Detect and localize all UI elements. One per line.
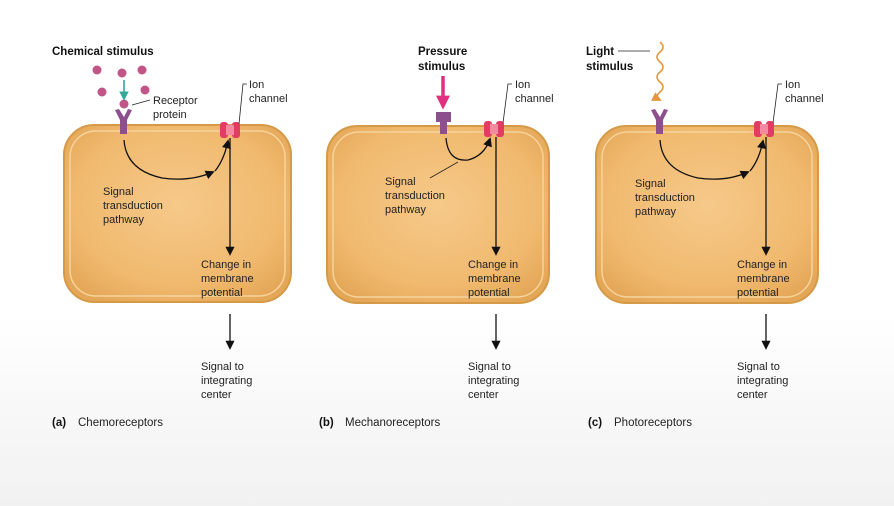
ion-channel-label: channel bbox=[249, 93, 288, 105]
pathway-label: pathway bbox=[103, 214, 144, 226]
change-label: potential bbox=[737, 287, 779, 299]
pathway-arrow bbox=[749, 139, 766, 172]
ion-channel-label: Ion bbox=[249, 79, 264, 91]
signal-out-label: Signal to bbox=[737, 361, 780, 373]
cell bbox=[595, 125, 819, 304]
caption-letter: (c) bbox=[588, 417, 602, 429]
pathway-label: pathway bbox=[385, 204, 426, 216]
caption-letter: (a) bbox=[52, 417, 66, 429]
pathway-label: transduction bbox=[635, 192, 695, 204]
change-label: membrane bbox=[737, 273, 790, 285]
pathway-label: Signal bbox=[635, 178, 666, 190]
pathway-label: transduction bbox=[385, 190, 445, 202]
photoreceptor-protein bbox=[651, 109, 668, 134]
change-label: Change in bbox=[468, 259, 518, 271]
signal-out-label: center bbox=[468, 389, 499, 401]
molecule bbox=[119, 99, 129, 109]
ion-channel-label: Ion bbox=[515, 79, 530, 91]
molecule bbox=[97, 87, 107, 97]
signal-out-label: integrating bbox=[468, 375, 519, 387]
light-wave bbox=[650, 41, 664, 101]
ion-channel-leader-line bbox=[772, 83, 782, 124]
pathway-arrow bbox=[123, 139, 215, 180]
pathway-arrow bbox=[659, 139, 750, 180]
ion-channel-leader-line bbox=[238, 83, 247, 125]
ion-channel-label: channel bbox=[785, 93, 824, 105]
stimulus-label: Light bbox=[586, 46, 614, 58]
receptor-leader-line bbox=[131, 99, 151, 106]
cell bbox=[63, 124, 292, 303]
ion-channel-label: Ion bbox=[785, 79, 800, 91]
change-label: Change in bbox=[737, 259, 787, 271]
panel-photoreceptors: Light stimulus Ion channel Signal transd… bbox=[586, 41, 824, 429]
signal-out-label: Signal to bbox=[201, 361, 244, 373]
pathway-label: pathway bbox=[635, 206, 676, 218]
ion-channel-label: channel bbox=[515, 93, 554, 105]
change-label: potential bbox=[201, 287, 243, 299]
molecule bbox=[117, 68, 127, 78]
pathway-label: transduction bbox=[103, 200, 163, 212]
stimulus-label: Chemical stimulus bbox=[52, 46, 154, 58]
caption: Mechanoreceptors bbox=[345, 417, 440, 429]
caption: Photoreceptors bbox=[614, 417, 692, 429]
cell-inner-membrane bbox=[332, 131, 544, 298]
ion-channel bbox=[220, 122, 240, 138]
signal-out-label: Signal to bbox=[468, 361, 511, 373]
ion-channel bbox=[484, 121, 504, 137]
caption-letter: (b) bbox=[319, 417, 334, 429]
pathway-arrow bbox=[445, 137, 492, 161]
chemical-molecules bbox=[92, 65, 150, 109]
molecule bbox=[137, 65, 147, 75]
caption: Chemoreceptors bbox=[78, 417, 163, 429]
mechanoreceptor-protein bbox=[436, 112, 451, 134]
stimulus-label: stimulus bbox=[418, 61, 465, 73]
pathway-arrow bbox=[214, 139, 231, 172]
change-label: potential bbox=[468, 287, 510, 299]
ion-channel bbox=[754, 121, 774, 137]
receptor-label: Receptor bbox=[153, 95, 198, 107]
signal-out-label: integrating bbox=[201, 375, 252, 387]
pathway-label: Signal bbox=[103, 186, 134, 198]
molecule bbox=[140, 85, 150, 95]
receptor-label: protein bbox=[153, 109, 187, 121]
ion-channel-leader-line bbox=[502, 83, 512, 124]
cell-inner-membrane bbox=[69, 130, 286, 297]
signal-out-label: integrating bbox=[737, 375, 788, 387]
cell bbox=[326, 125, 550, 304]
pathway-leader-line bbox=[429, 161, 459, 179]
molecule bbox=[92, 65, 102, 75]
change-label: membrane bbox=[468, 273, 521, 285]
signal-out-label: center bbox=[737, 389, 768, 401]
pathway-label: Signal bbox=[385, 176, 416, 188]
cell-inner-membrane bbox=[601, 131, 813, 298]
receptor-protein bbox=[115, 109, 132, 134]
panel-mechanoreceptors: Pressure stimulus Ion channel Signal tra… bbox=[319, 46, 554, 429]
stimulus-label: Pressure bbox=[418, 46, 467, 58]
panel-chemoreceptors: Chemical stimulus Receptor protein Ion c… bbox=[52, 46, 292, 429]
stimulus-label: stimulus bbox=[586, 61, 633, 73]
change-label: membrane bbox=[201, 273, 254, 285]
change-label: Change in bbox=[201, 259, 251, 271]
signal-out-label: center bbox=[201, 389, 232, 401]
